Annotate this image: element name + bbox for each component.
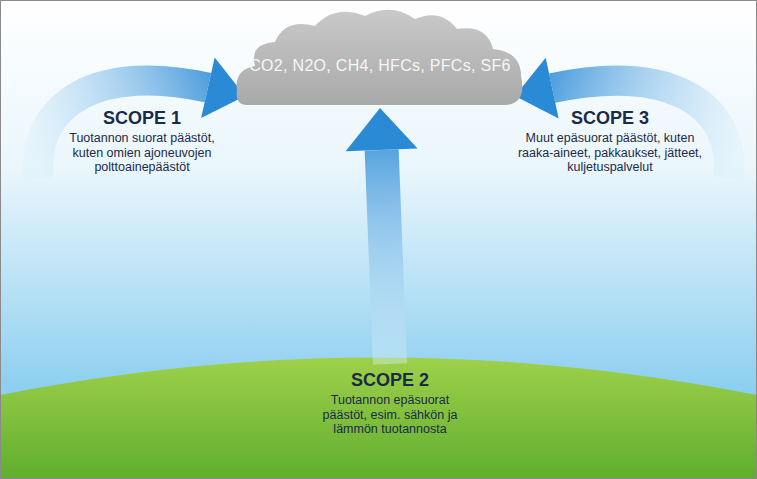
scope-heading: SCOPE 2 bbox=[310, 370, 470, 391]
scope-description: Muut epäsuorat päästöt, kuten raaka-aine… bbox=[515, 131, 705, 175]
gas-list: CO2, N2O, CH4, HFCs, PFCs, SF6 bbox=[249, 57, 510, 75]
ground bbox=[0, 358, 757, 479]
scope-block: SCOPE 2Tuotannon epäsuorat päästöt, esim… bbox=[310, 370, 470, 441]
scope-block: SCOPE 1Tuotannon suorat päästöt, kuten o… bbox=[62, 108, 222, 179]
scope-heading: SCOPE 3 bbox=[515, 108, 705, 129]
emission-cloud: CO2, N2O, CH4, HFCs, PFCs, SF6 bbox=[235, 4, 525, 106]
scope-description: Tuotannon suorat päästöt, kuten omien aj… bbox=[62, 131, 222, 175]
cloud-shape bbox=[235, 4, 525, 106]
scope-description: Tuotannon epäsuorat päästöt, esim. sähkö… bbox=[310, 393, 470, 437]
emission-arrow bbox=[346, 108, 418, 364]
emission-arrow bbox=[515, 58, 729, 178]
scope-heading: SCOPE 1 bbox=[62, 108, 222, 129]
emission-arrow bbox=[38, 57, 245, 178]
scope-block: SCOPE 3Muut epäsuorat päästöt, kuten raa… bbox=[515, 108, 705, 179]
